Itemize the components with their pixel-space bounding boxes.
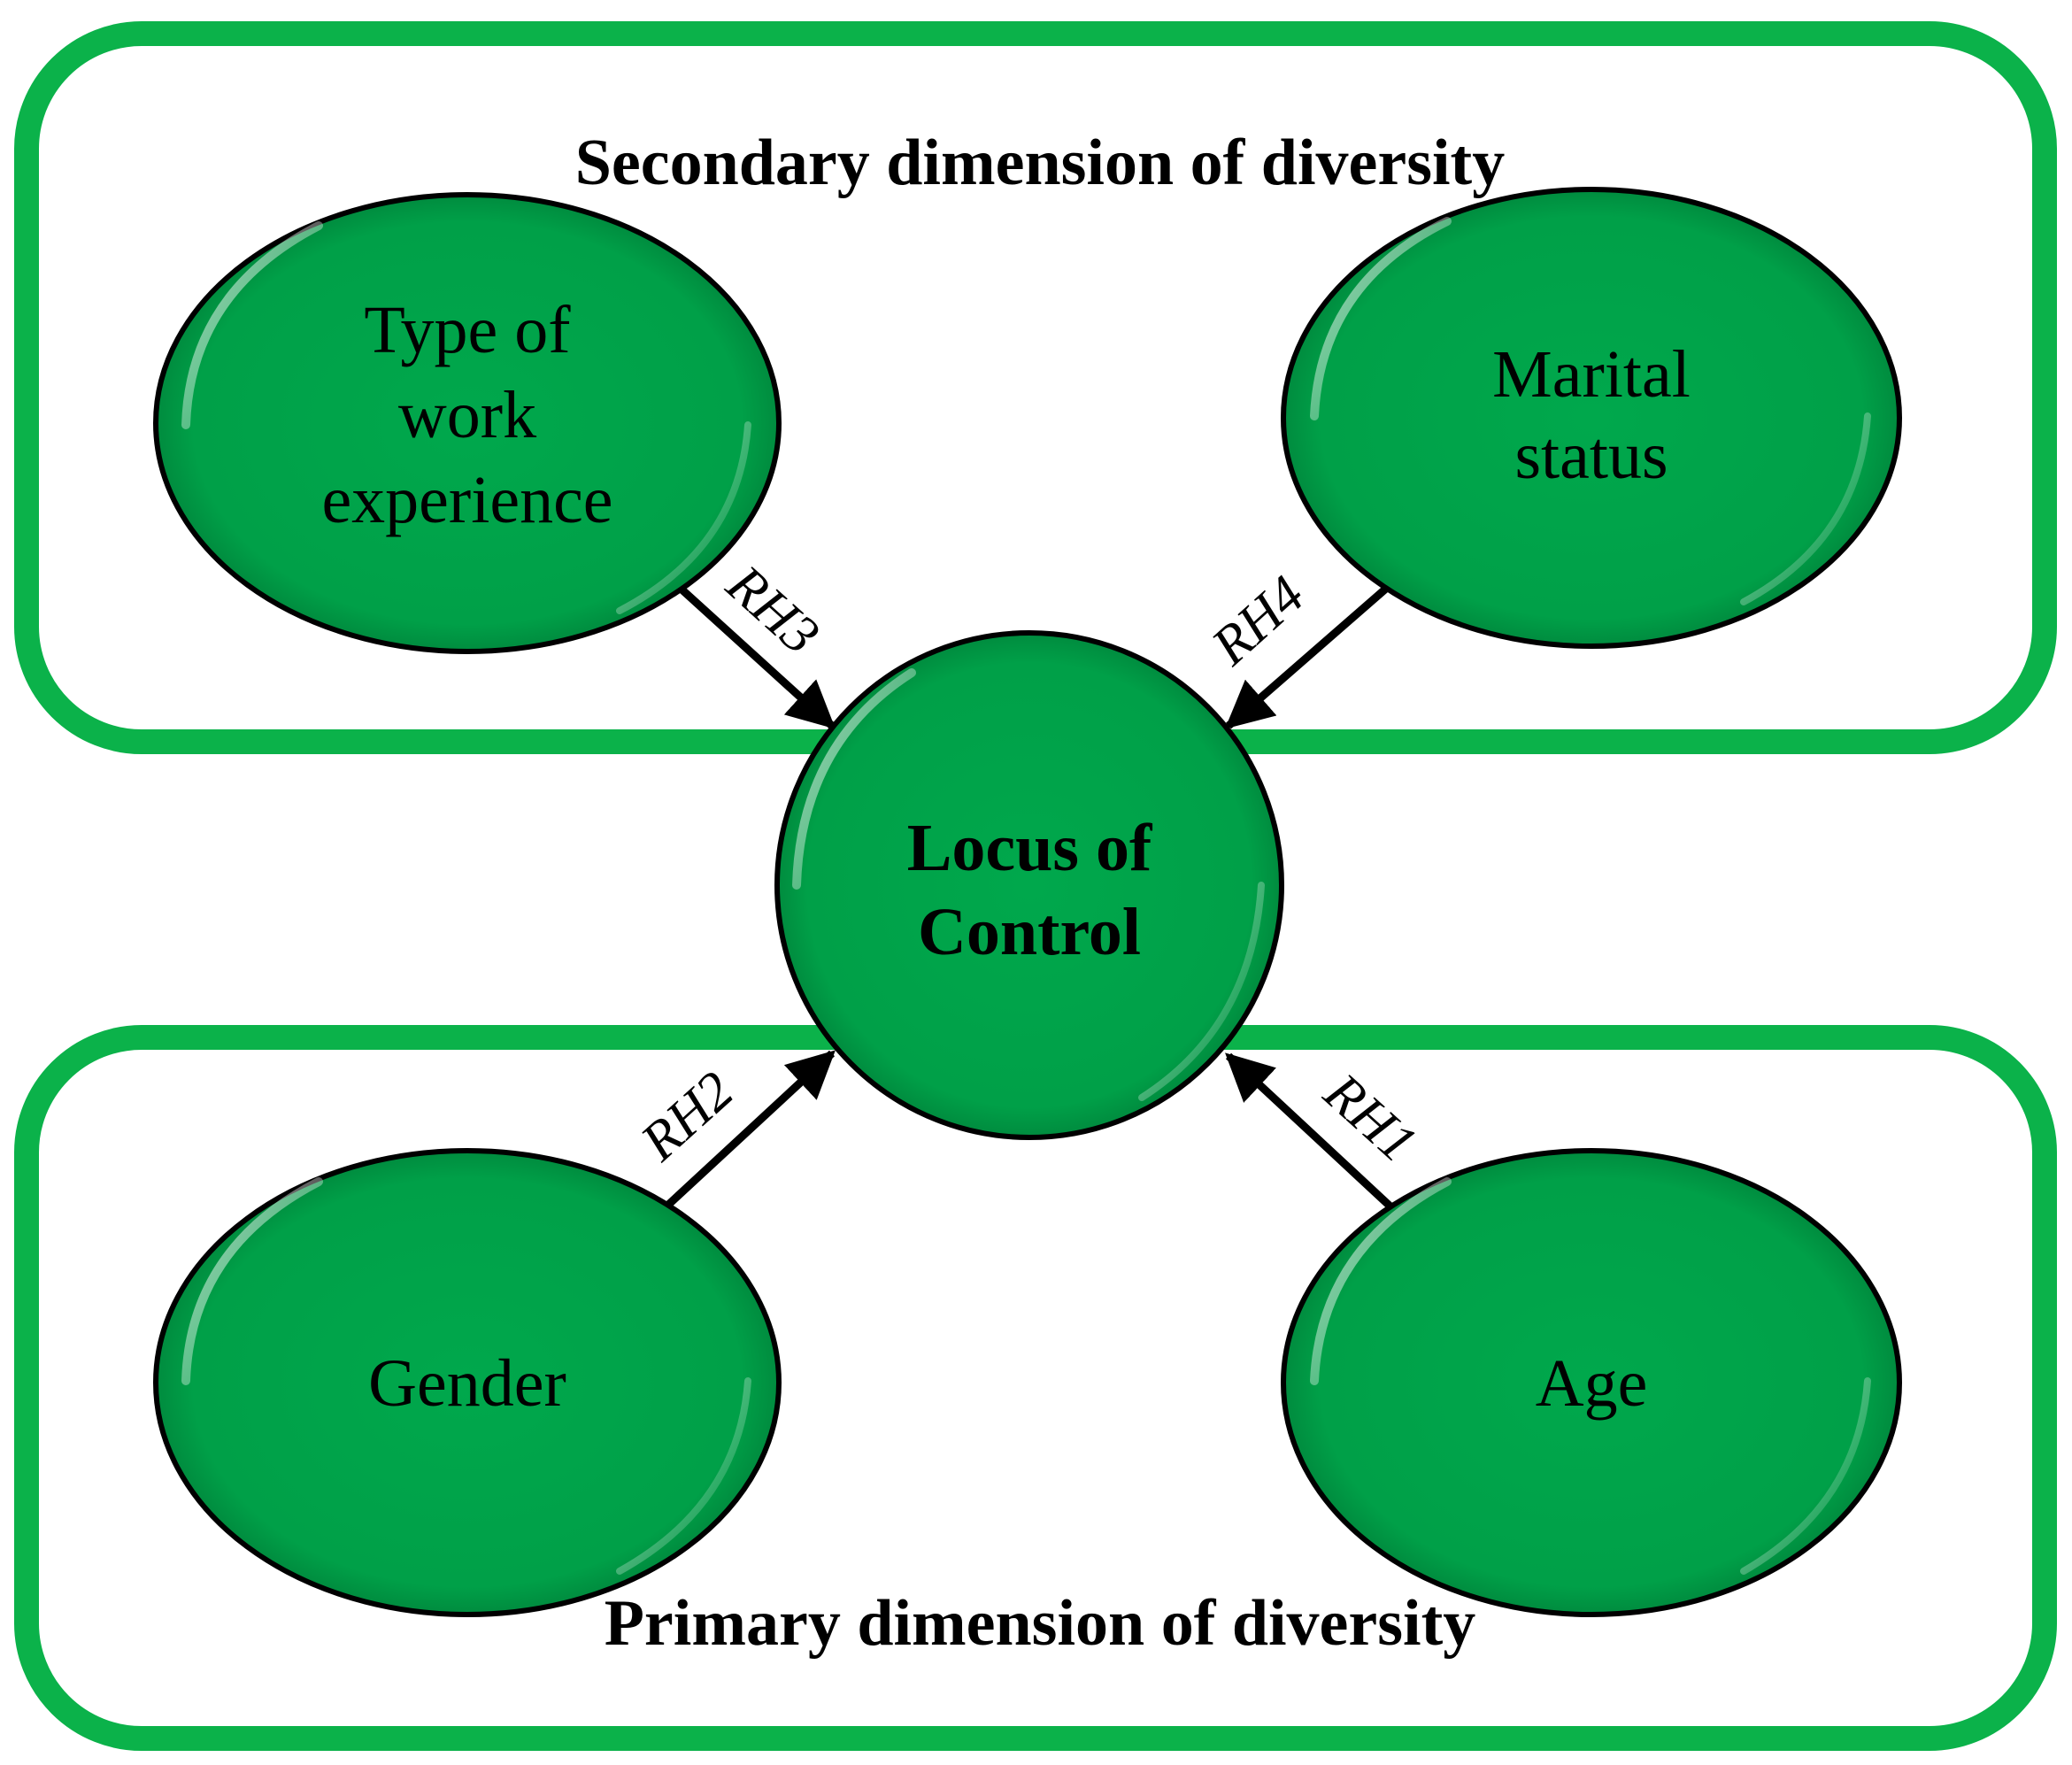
node-age-label: Age <box>1536 1346 1648 1421</box>
arrow-rh2 <box>651 1050 836 1221</box>
arrow-rh3 <box>656 566 836 729</box>
edge-label-rh1: RH1 <box>1313 1061 1429 1174</box>
node-marital-line1: Marital <box>1492 337 1691 412</box>
node-locus-of-control: Locus of Control <box>774 630 1284 1140</box>
node-gender: Gender <box>153 1148 782 1617</box>
arrow-rh1 <box>1225 1052 1408 1223</box>
node-work-line2: work <box>398 378 536 452</box>
node-center-line1: Locus of <box>907 811 1153 885</box>
node-work-line3: experience <box>321 463 612 537</box>
node-gender-label: Gender <box>368 1346 566 1421</box>
node-work-line1: Type of <box>364 293 571 367</box>
node-type-of-work-experience: Type of work experience <box>153 192 782 654</box>
primary-dimension-title: Primary dimension of diversity <box>605 1587 1476 1660</box>
edge-label-rh3: RH3 <box>715 553 831 666</box>
node-marital-line2: status <box>1514 419 1668 493</box>
edge-label-rh2: RH2 <box>629 1060 745 1173</box>
node-center-line2: Control <box>918 895 1141 969</box>
secondary-dimension-title: Secondary dimension of diversity <box>575 127 1505 199</box>
node-marital-status: Marital status <box>1281 187 1902 649</box>
arrow-rh4 <box>1224 578 1397 729</box>
node-age: Age <box>1281 1148 1902 1617</box>
